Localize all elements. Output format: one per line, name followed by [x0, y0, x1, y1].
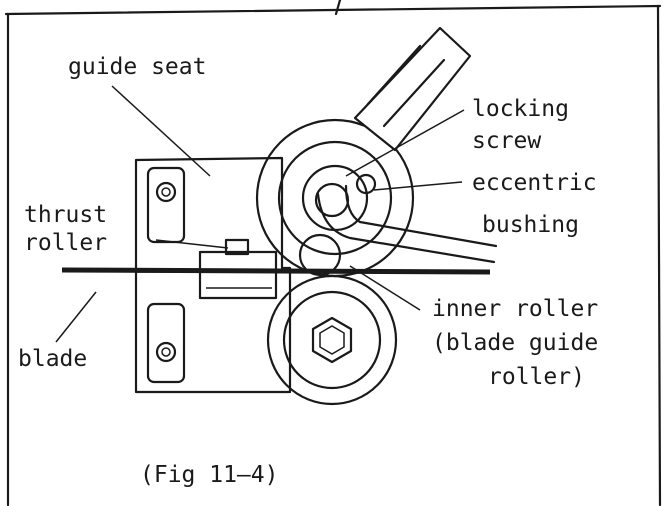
inner-roller-label-line2: (blade guide [432, 330, 598, 356]
allen-key-icon [316, 184, 498, 264]
eccentric-bushing-label-line1: eccentric [472, 170, 597, 196]
leader-lines [55, 85, 465, 343]
blade-strip [61, 267, 491, 275]
inner-roller-label-line3: roller) [488, 364, 585, 390]
thrust-roller-block [198, 238, 278, 300]
thrust-roller-label-line1: thrust [24, 202, 107, 228]
figure-caption: (Fig 11–4) [140, 462, 278, 488]
guide-seat-plate [134, 156, 292, 394]
locking-screw-label-line2: screw [472, 128, 541, 154]
inner-roller-label-line1: inner roller [432, 296, 598, 322]
wrench-icon [353, 26, 472, 152]
inner-roller [266, 274, 398, 406]
page-frame [4, 0, 662, 506]
locking-screw-label-line1: locking [472, 96, 569, 122]
guide-seat-label: guide seat [68, 54, 206, 80]
eccentric-bushing-label-line2: bushing [482, 212, 579, 238]
blade-label: blade [18, 346, 87, 372]
thrust-roller-label-line2: roller [24, 230, 107, 256]
